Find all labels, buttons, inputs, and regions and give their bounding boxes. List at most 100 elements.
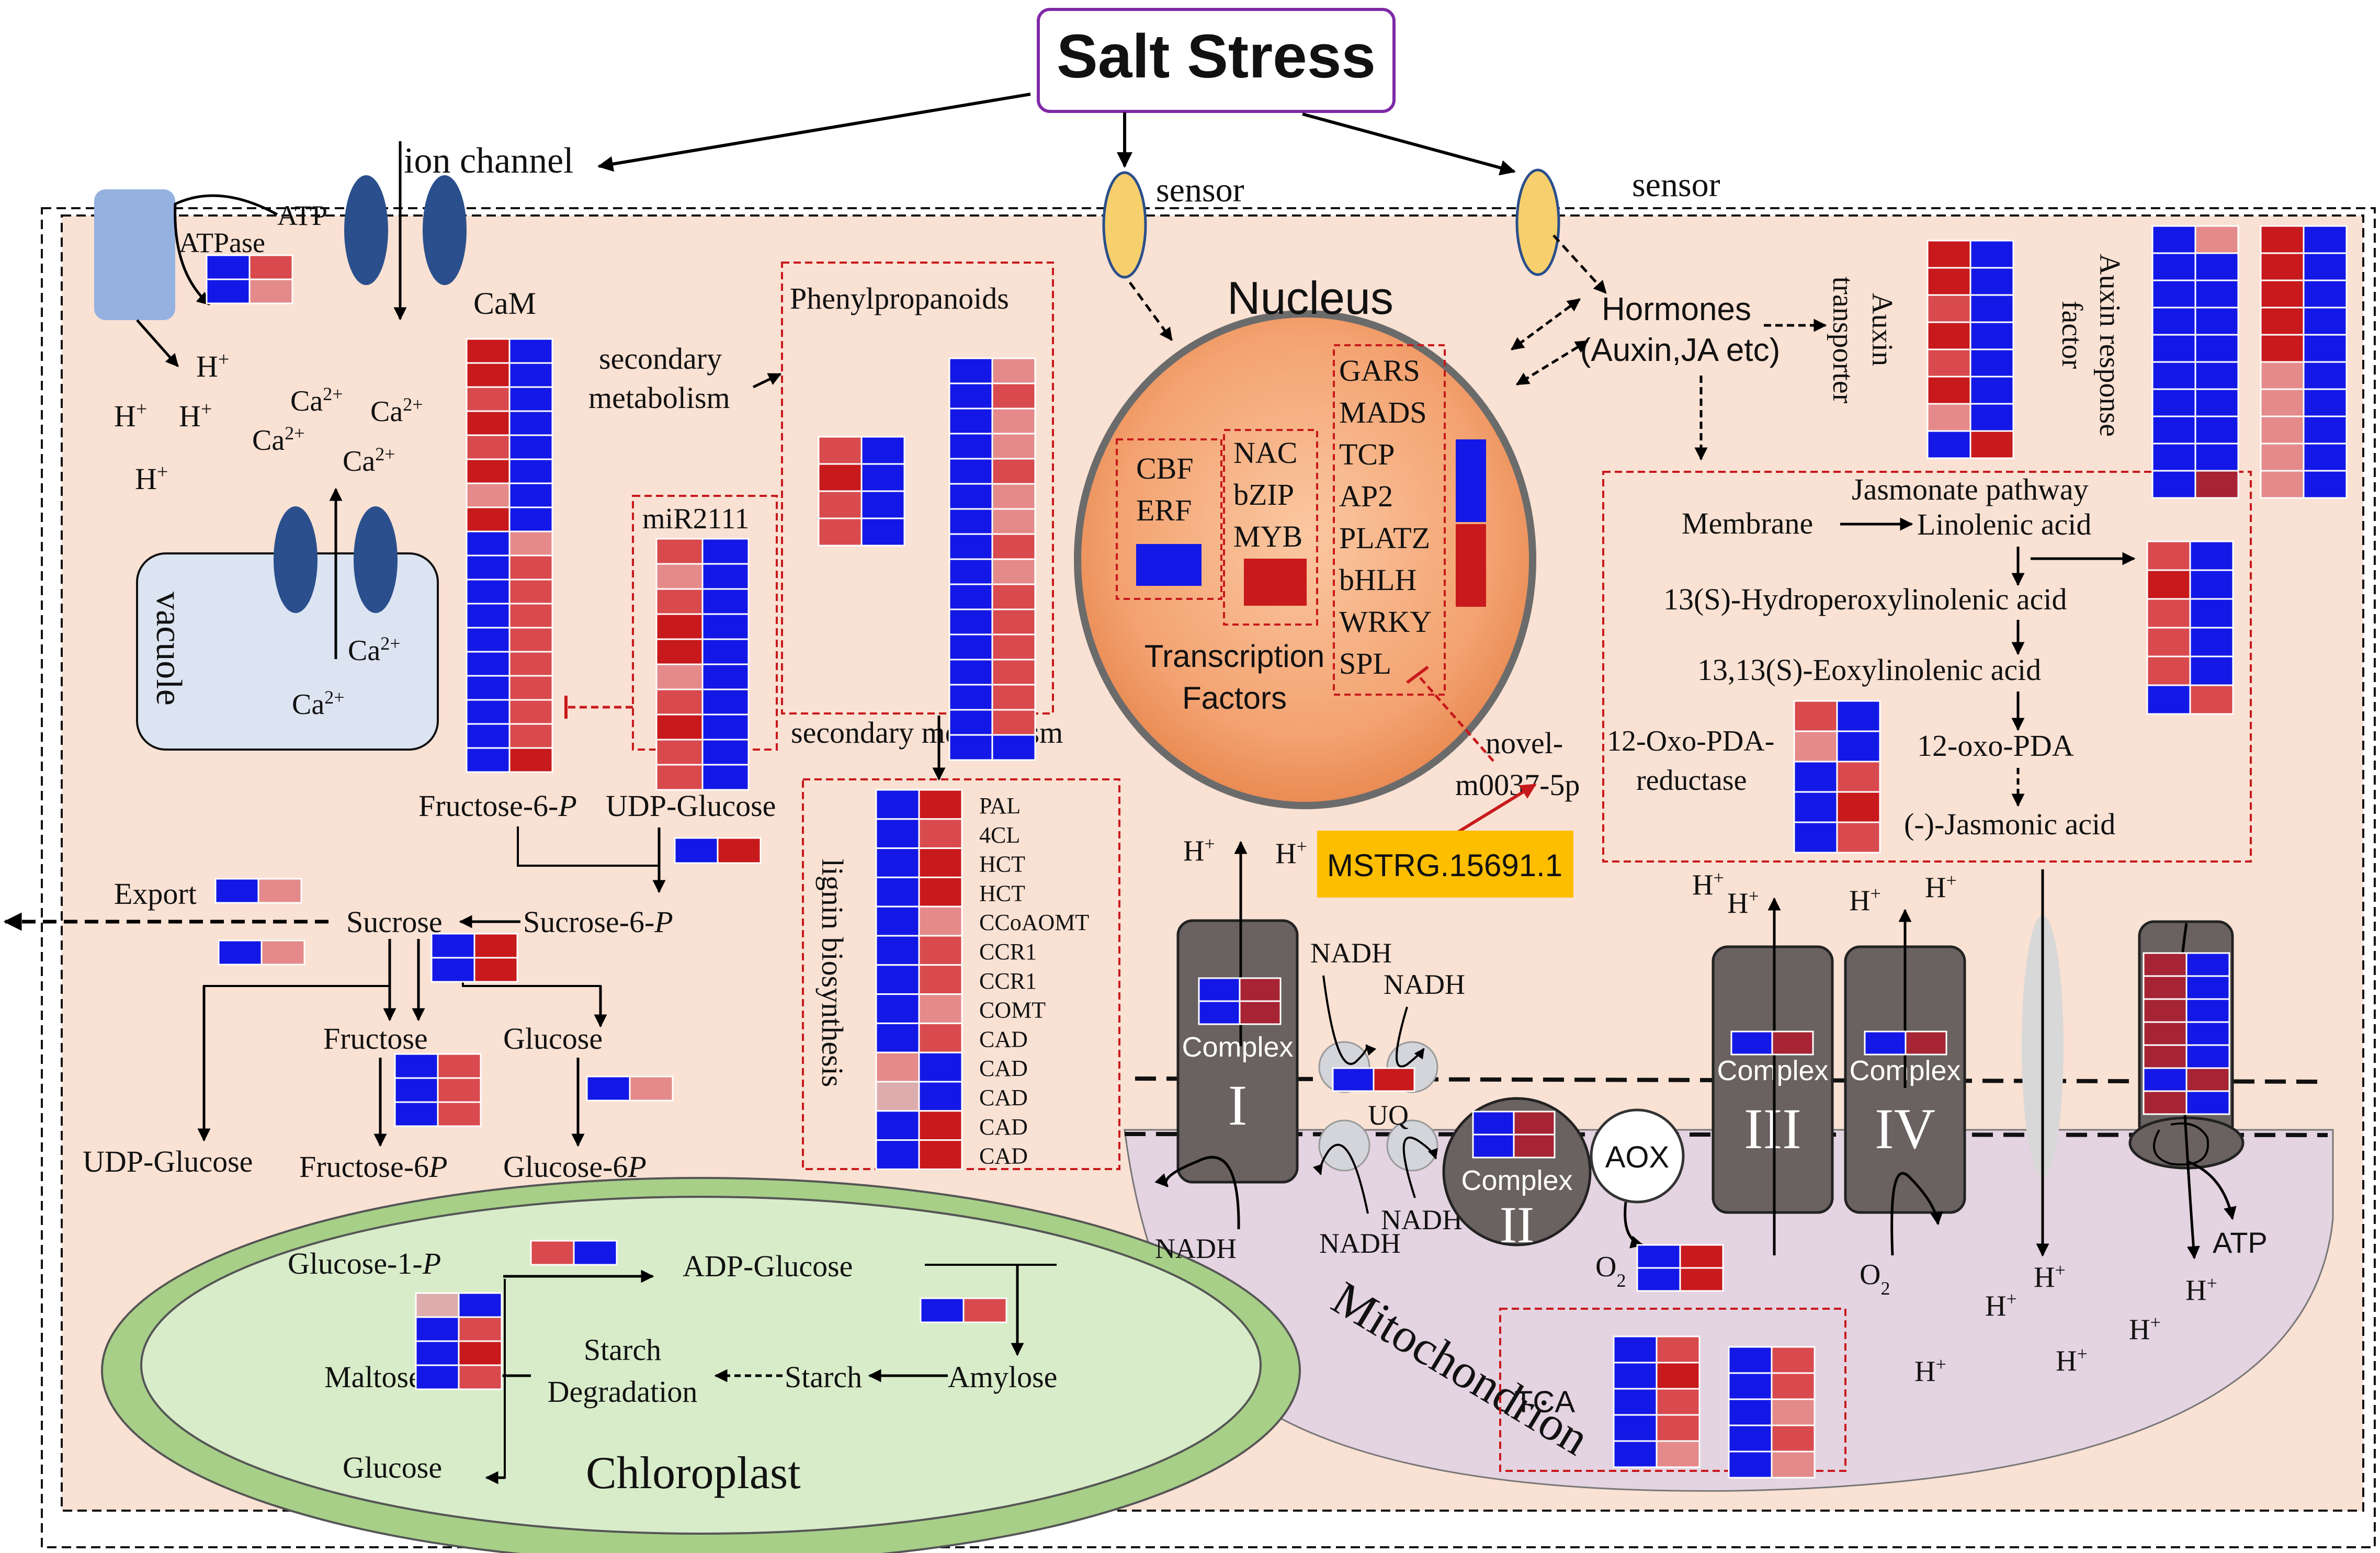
heatmap-cell (701, 563, 750, 590)
heatmap-cell (2303, 388, 2348, 417)
nadh-curve (1402, 1136, 1438, 1198)
heatmap-cell (1793, 821, 1838, 854)
linolenic-label: Linolenic acid (1917, 507, 2091, 541)
heatmap-cell (394, 1053, 439, 1079)
h-ion: H+ (196, 348, 229, 383)
ion-channel-right (423, 175, 467, 285)
hormones-label: Hormones (1602, 291, 1751, 327)
heatmap-cell (1836, 730, 1881, 763)
tf-label: WRKY (1339, 605, 1432, 639)
fructose-heatmap (394, 1053, 482, 1127)
atp-synthase-rotor (2153, 1122, 2209, 1166)
heatmap-cell (415, 1292, 460, 1318)
heatmap-cell (1728, 1372, 1773, 1400)
heatmap-cell (701, 739, 750, 766)
heatmap-cell (2143, 952, 2188, 977)
secondary-metabolism-label: metabolism (588, 381, 730, 415)
hydroperoxy-label: 13(S)-Hydroperoxylinolenic acid (1663, 582, 2067, 616)
tf-label: bHLH (1339, 563, 1416, 597)
heatmap-cell (991, 608, 1036, 636)
heatmap-cell (948, 483, 993, 510)
vacuole-label: vacuole (149, 592, 189, 706)
heatmap-cell (962, 1297, 1007, 1323)
secondary-metabolism-label: secondary (599, 342, 722, 376)
complex-i-numeral: I (1228, 1073, 1248, 1137)
heatmap-cell (1656, 1388, 1701, 1416)
heatmap-cell (1656, 1440, 1701, 1468)
heatmap-cell (875, 1081, 920, 1112)
heatmap-cell (2260, 279, 2305, 309)
heatmap-cell (415, 1340, 460, 1366)
o2-label: O2 (1595, 1251, 1626, 1291)
heatmap-cell (1472, 1133, 1515, 1159)
h-ion: H+ (1727, 886, 1759, 920)
heatmap-cell (860, 517, 905, 547)
atp-synthase-heatmap (2143, 952, 2230, 1115)
h-ion: H+ (2185, 1273, 2217, 1307)
ca-ion: Ca2+ (252, 423, 305, 457)
heatmap-cell (2151, 252, 2196, 281)
amylose-heatmap (920, 1297, 1007, 1323)
heatmap-cell (2260, 361, 2305, 390)
heatmap-cell (991, 633, 1036, 661)
nadh-curve (1396, 1006, 1425, 1068)
h-ion: H+ (179, 398, 212, 433)
heatmap-cell (2143, 975, 2188, 1000)
mstrg-label: MSTRG.15691.1 (1327, 848, 1562, 883)
heatmap-cell (466, 434, 511, 460)
heatmap-cell (991, 508, 1036, 535)
heatmap-cell (1613, 1362, 1658, 1390)
membrane-label: Membrane (1682, 506, 1813, 540)
cell-outer-border (41, 207, 2376, 1548)
o2-label: O2 (1860, 1259, 1890, 1299)
heatmap-cell (2185, 1067, 2230, 1092)
heatmap-cell (1836, 700, 1881, 732)
novel-inhibition (1416, 674, 1494, 762)
heatmap-cell (2260, 307, 2305, 336)
heatmap-cell (508, 410, 553, 436)
jasmonic-acid-label: (-)-Jasmonic acid (1904, 807, 2115, 841)
heatmap-cell (2189, 655, 2234, 686)
heatmap-cell (918, 818, 963, 849)
mir2111-heatmap (655, 538, 750, 791)
tf-bzip: bZIP (1233, 478, 1294, 512)
sensor-right-label: sensor (1632, 166, 1720, 204)
title-box[interactable] (1037, 8, 1396, 113)
heatmap-cell (991, 709, 1036, 736)
mstrg-box[interactable] (1317, 831, 1573, 898)
h-ion: H+ (1183, 833, 1215, 867)
heatmap-cell (1836, 821, 1881, 854)
atp-label: ATP (277, 200, 327, 231)
heatmap-cell (948, 659, 993, 686)
lignin-gene-label: PAL (979, 793, 1021, 819)
starch-degradation-label: Starch (584, 1333, 661, 1367)
tf-group-cbf-heat (1136, 544, 1202, 586)
tf-myb: MYB (1233, 519, 1302, 553)
heatmap-cell (1239, 1000, 1282, 1025)
hormones-sub-label: (Auxin,JA etc) (1580, 332, 1780, 368)
tf-group-gars-heat-red (1456, 524, 1486, 607)
heatmap-cell (2146, 655, 2191, 686)
heatmap-cell (2194, 415, 2239, 445)
heatmap-cell (1926, 376, 1971, 405)
heatmap-cell (948, 709, 993, 736)
tf-group-gars-heat-blue (1456, 439, 1486, 522)
heatmap-cell (508, 458, 553, 484)
heatmap-cell (1656, 1362, 1701, 1390)
complex-iii-numeral: III (1744, 1097, 1801, 1161)
heatmap-cell (655, 764, 704, 791)
nadh-label: NADH (1310, 937, 1392, 969)
tf-label: SPL (1339, 647, 1391, 681)
heatmap-cell (655, 713, 704, 741)
phenylpropanoids-box (781, 262, 1054, 715)
heatmap-cell (1728, 1398, 1773, 1426)
heatmap-cell (701, 588, 750, 615)
hormone-nucleus-arrow-b (1515, 339, 1589, 386)
heatmap-cell (875, 789, 920, 820)
chloroplast-glucose-label: Glucose (343, 1450, 442, 1484)
starch-degradation-label: Degradation (548, 1375, 698, 1409)
heatmap-cell (2194, 225, 2239, 254)
heatmap-cell (458, 1364, 503, 1390)
heatmap-cell (875, 1051, 920, 1083)
cam-label: CaM (473, 286, 536, 321)
